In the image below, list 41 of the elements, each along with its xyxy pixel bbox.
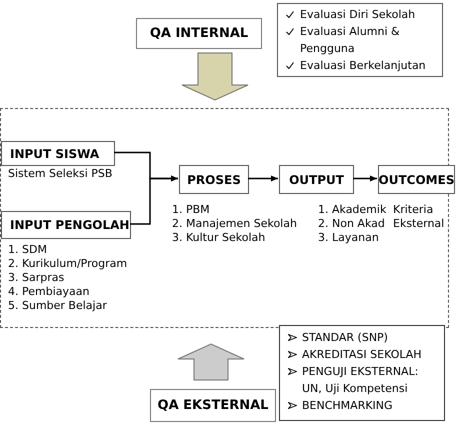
arrow <box>130 176 178 225</box>
list-item: AKREDITASI SEKOLAH <box>302 347 422 363</box>
process-box <box>179 165 249 194</box>
note-text: Sistem Seleksi PSB <box>8 167 114 181</box>
list-item: PENGUJI EKSTERNAL: UN, Uji Kompetensi <box>302 364 420 397</box>
note-text: 1. PBM <box>172 203 211 217</box>
bullet-list-box <box>277 3 443 77</box>
note-text: 3. Sarpras <box>8 271 66 285</box>
list-item: Evaluasi Berkelanjutan <box>300 58 426 74</box>
process-box <box>378 165 455 194</box>
list-item: BENCHMARKING <box>302 398 393 414</box>
note-text: 1. Akademik <box>318 203 388 217</box>
arrow <box>248 176 278 182</box>
note-text: 2. Manajemen Sekolah <box>172 217 298 231</box>
list-item: STANDAR (SNP) <box>302 330 388 346</box>
note-text: 3. Kultur Sekolah <box>172 231 266 245</box>
box-title: QA EKSTERNAL <box>158 396 268 415</box>
note-text: 2. Kurikulum/Program <box>8 257 128 271</box>
arrow <box>353 176 377 182</box>
box-title: OUTCOMES <box>378 172 454 188</box>
note-text: 5. Sumber Belajar <box>8 299 108 313</box>
note-text: Kriteria Eksternal <box>393 203 446 231</box>
box-title: OUTPUT <box>289 172 344 188</box>
block-arrow <box>178 343 244 380</box>
box-title: QA INTERNAL <box>150 24 248 43</box>
note-text: 3. Layanan <box>318 231 380 245</box>
process-box <box>1 211 131 239</box>
process-box <box>150 389 276 422</box>
block-arrow <box>182 52 248 101</box>
process-box <box>136 18 262 49</box>
list-item: Evaluasi Diri Sekolah <box>300 7 416 23</box>
note-text: 2. Non Akad <box>318 217 386 231</box>
process-box <box>1 141 115 166</box>
note-text: 4. Pembiayaan <box>8 285 90 299</box>
process-box <box>279 165 354 194</box>
box-title: INPUT SISWA <box>10 146 100 162</box>
box-title: PROSES <box>187 172 241 188</box>
note-text: 1. SDM <box>8 243 48 257</box>
box-title: INPUT PENGOLAH <box>10 217 130 234</box>
bullet-list-box <box>279 325 445 421</box>
list-item: Evaluasi Alumni & Pengguna <box>300 24 401 57</box>
